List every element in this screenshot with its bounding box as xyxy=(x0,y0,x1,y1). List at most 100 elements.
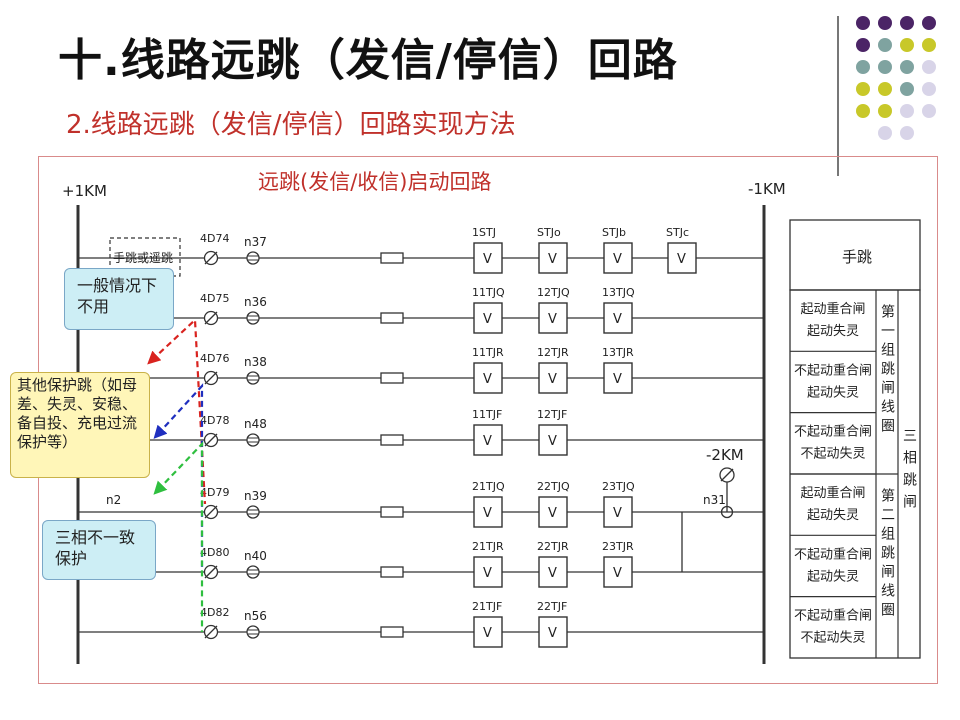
relay-box xyxy=(538,556,568,588)
relay-box xyxy=(538,616,568,648)
decorative-dot xyxy=(900,16,914,30)
terminal-symbol xyxy=(203,624,219,640)
relay-label: 13TJR xyxy=(602,346,634,359)
relay-symbol: V xyxy=(483,252,492,267)
terminal-label: 4D82 xyxy=(200,606,229,619)
table-cell-text: 起动失灵 xyxy=(807,569,859,584)
relay-symbol: V xyxy=(548,434,557,449)
relay-label: 21TJQ xyxy=(472,480,505,493)
relay-contact: 23TJR V xyxy=(602,540,634,588)
relay-contact: 22TJR V xyxy=(537,540,569,588)
decorative-dot xyxy=(856,60,870,74)
decorative-dot xyxy=(878,126,892,140)
title-divider xyxy=(837,16,839,176)
terminal-symbol xyxy=(203,432,219,448)
left-bus-label: +1KM xyxy=(62,182,107,200)
relay-box xyxy=(538,362,568,394)
table-group2-label: 第二组跳闸线圈 xyxy=(879,487,895,621)
relay-label: 23TJR xyxy=(602,540,634,553)
sub-bus-terminal xyxy=(719,467,735,519)
terminal-symbol xyxy=(203,564,219,580)
relay-symbol: V xyxy=(548,312,557,327)
relay-symbol: V xyxy=(548,506,557,521)
fuse-symbol xyxy=(380,566,404,578)
table-cell-text: 不起动失灵 xyxy=(800,447,865,462)
relay-symbol: V xyxy=(548,626,557,641)
callout-three-phase: 三相不一致保护 xyxy=(42,520,156,580)
node-symbol xyxy=(246,505,260,519)
terminal-symbol xyxy=(203,310,219,326)
relay-symbol: V xyxy=(483,566,492,581)
relay-symbol: V xyxy=(548,252,557,267)
relay-box xyxy=(473,242,503,274)
decorative-dot xyxy=(922,38,936,52)
circuit-row: 4D78 n48 11TJF V 12TJF V xyxy=(78,408,764,456)
node-label: n48 xyxy=(244,417,267,431)
node-symbol xyxy=(246,371,260,385)
relay-box xyxy=(473,362,503,394)
decorative-dot xyxy=(900,126,914,140)
relay-symbol: V xyxy=(613,506,622,521)
decorative-dot xyxy=(922,104,936,118)
decorative-dot xyxy=(922,16,936,30)
node-symbol xyxy=(246,565,260,579)
relay-box xyxy=(603,556,633,588)
decorative-dot xyxy=(856,38,870,52)
relay-box xyxy=(538,242,568,274)
decorative-dot xyxy=(878,16,892,30)
terminal-label: 4D75 xyxy=(200,292,229,305)
relay-label: 11TJQ xyxy=(472,286,505,299)
relay-label: 21TJR xyxy=(472,540,504,553)
terminal-label: 4D78 xyxy=(200,414,229,427)
relay-box xyxy=(538,424,568,456)
dashed-switch-label: 手跳或遥跳 xyxy=(113,251,173,265)
relay-label: 13TJQ xyxy=(602,286,635,299)
relay-box xyxy=(603,496,633,528)
terminal-label: 4D79 xyxy=(200,486,229,499)
relay-symbol: V xyxy=(613,252,622,267)
stray-node-label: n2 xyxy=(106,493,121,507)
relay-label: 12TJR xyxy=(537,346,569,359)
relay-label: 22TJF xyxy=(537,600,567,613)
callout-other-protection: 其他保护跳（如母差、失灵、安稳、备自投、充电过流保护等） xyxy=(10,372,150,478)
relay-box xyxy=(473,424,503,456)
relay-box xyxy=(538,496,568,528)
relay-box xyxy=(538,302,568,334)
node-symbol xyxy=(246,311,260,325)
node-label: n39 xyxy=(244,489,267,503)
relay-symbol: V xyxy=(483,434,492,449)
relay-contact: 1STJ V xyxy=(472,226,503,274)
table-cell-text: 起动重合闸 xyxy=(800,485,865,501)
relay-box xyxy=(603,362,633,394)
relay-label: 12TJF xyxy=(537,408,567,421)
relay-label: 1STJ xyxy=(472,226,496,239)
terminal-label: 4D76 xyxy=(200,352,229,365)
relay-label: 11TJF xyxy=(472,408,502,421)
table-cell-text: 起动重合闸 xyxy=(800,301,865,317)
relay-label: 22TJR xyxy=(537,540,569,553)
table-cell-text: 不起动重合闸 xyxy=(794,362,872,378)
fuse-symbol xyxy=(380,312,404,324)
decorative-dot xyxy=(856,104,870,118)
table-cell-text: 不起动重合闸 xyxy=(794,546,872,562)
relay-contact: 11TJF V xyxy=(472,408,503,456)
relay-symbol: V xyxy=(613,566,622,581)
node-label: n40 xyxy=(244,549,267,563)
relay-symbol: V xyxy=(548,566,557,581)
node-label: n37 xyxy=(244,235,267,249)
relay-box xyxy=(603,242,633,274)
relay-label: 21TJF xyxy=(472,600,502,613)
table-group1-label: 第一组跳闸线圈 xyxy=(879,303,895,437)
